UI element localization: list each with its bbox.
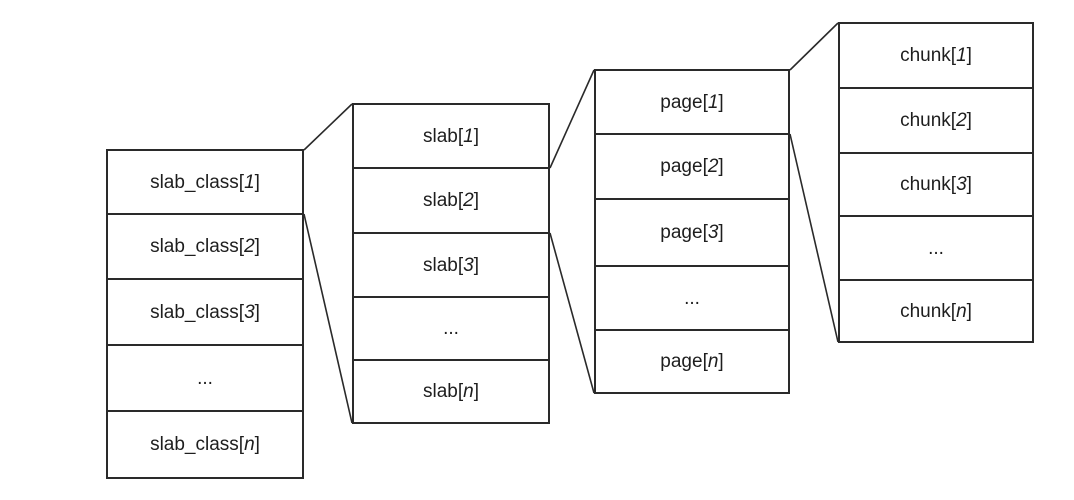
cell-slab-class-2: slab_class[2] — [106, 213, 304, 280]
cell-page-1: page[1] — [594, 69, 790, 135]
cell-page-3: page[3] — [594, 198, 790, 267]
cell-suffix: ] — [254, 171, 260, 193]
cell-index: 1 — [244, 171, 255, 193]
cell-index: n — [707, 351, 719, 372]
cell-prefix: slab_class[ — [150, 301, 245, 323]
cell-suffix: ] — [473, 381, 479, 402]
cell-suffix: ] — [473, 125, 479, 147]
cell-slab-2: slab[2] — [352, 167, 550, 234]
connector-line-top — [549, 69, 595, 169]
cell-suffix: ] — [254, 236, 260, 257]
cell-slab-class-n: slab_class[n] — [106, 410, 304, 479]
cell-index: 3 — [463, 254, 474, 276]
cell-index: n — [956, 300, 967, 322]
cell-suffix: ] — [718, 351, 724, 372]
cell-slab-class-1: slab_class[1] — [106, 149, 304, 215]
cell-index: 3 — [707, 222, 719, 243]
cell-prefix: ... — [197, 367, 213, 389]
cell-index: 1 — [956, 45, 967, 66]
cell-suffix: ] — [718, 91, 724, 113]
cell-chunk-1: chunk[1] — [838, 22, 1034, 89]
connector-line-bottom — [789, 133, 839, 343]
cell-suffix: ] — [966, 110, 972, 131]
cell-prefix: slab[ — [423, 254, 464, 276]
cell-suffix: ] — [718, 222, 724, 243]
cell-prefix: slab_class[ — [150, 434, 245, 455]
cell-page-ellipsis: ... — [594, 265, 790, 331]
cell-prefix: ... — [928, 237, 944, 259]
connector-line-top — [789, 22, 839, 71]
cell-prefix: slab[ — [423, 190, 464, 211]
cell-prefix: chunk[ — [900, 45, 957, 66]
cell-prefix: page[ — [660, 351, 708, 372]
cell-index: 3 — [956, 174, 967, 195]
cell-suffix: ] — [966, 45, 972, 66]
cell-prefix: page[ — [660, 156, 708, 177]
cell-chunk-3: chunk[3] — [838, 152, 1034, 217]
cell-chunk-n: chunk[n] — [838, 279, 1034, 343]
connector-line-bottom — [303, 213, 353, 424]
cell-slab-ellipsis: ... — [352, 296, 550, 361]
cell-prefix: chunk[ — [900, 300, 957, 322]
cell-suffix: ] — [473, 254, 479, 276]
cell-suffix: ] — [718, 156, 724, 177]
cell-page-2: page[2] — [594, 133, 790, 200]
cell-slab-class-ellipsis: ... — [106, 344, 304, 412]
cell-prefix: chunk[ — [900, 174, 957, 195]
cell-suffix: ] — [473, 190, 479, 211]
cell-prefix: slab_class[ — [150, 236, 245, 257]
cell-chunk-2: chunk[2] — [838, 87, 1034, 154]
cell-slab-class-3: slab_class[3] — [106, 278, 304, 346]
cell-index: 2 — [707, 156, 719, 177]
cell-suffix: ] — [254, 301, 260, 323]
cell-index: 2 — [956, 110, 967, 131]
cell-chunk-ellipsis: ... — [838, 215, 1034, 281]
cell-page-n: page[n] — [594, 329, 790, 394]
cell-prefix: slab[ — [423, 381, 464, 402]
cell-index: 3 — [244, 301, 255, 323]
cell-index: 1 — [463, 125, 474, 147]
cell-index: 2 — [244, 236, 255, 257]
cell-prefix: slab[ — [423, 125, 464, 147]
cell-slab-3: slab[3] — [352, 232, 550, 298]
cell-prefix: ... — [443, 318, 459, 339]
cell-prefix: ... — [684, 287, 700, 309]
cell-prefix: chunk[ — [900, 110, 957, 131]
cell-slab-n: slab[n] — [352, 359, 550, 424]
connector-line-bottom — [549, 232, 595, 394]
cell-index: n — [244, 434, 255, 455]
cell-index: n — [463, 381, 474, 402]
connector-line-top — [303, 103, 353, 151]
cell-suffix: ] — [966, 300, 972, 322]
cell-prefix: slab_class[ — [150, 171, 245, 193]
cell-suffix: ] — [254, 434, 260, 455]
cell-prefix: page[ — [660, 91, 708, 113]
cell-index: 2 — [463, 190, 474, 211]
cell-prefix: page[ — [660, 222, 708, 243]
cell-index: 1 — [707, 91, 719, 113]
cell-slab-1: slab[1] — [352, 103, 550, 169]
cell-suffix: ] — [966, 174, 972, 195]
